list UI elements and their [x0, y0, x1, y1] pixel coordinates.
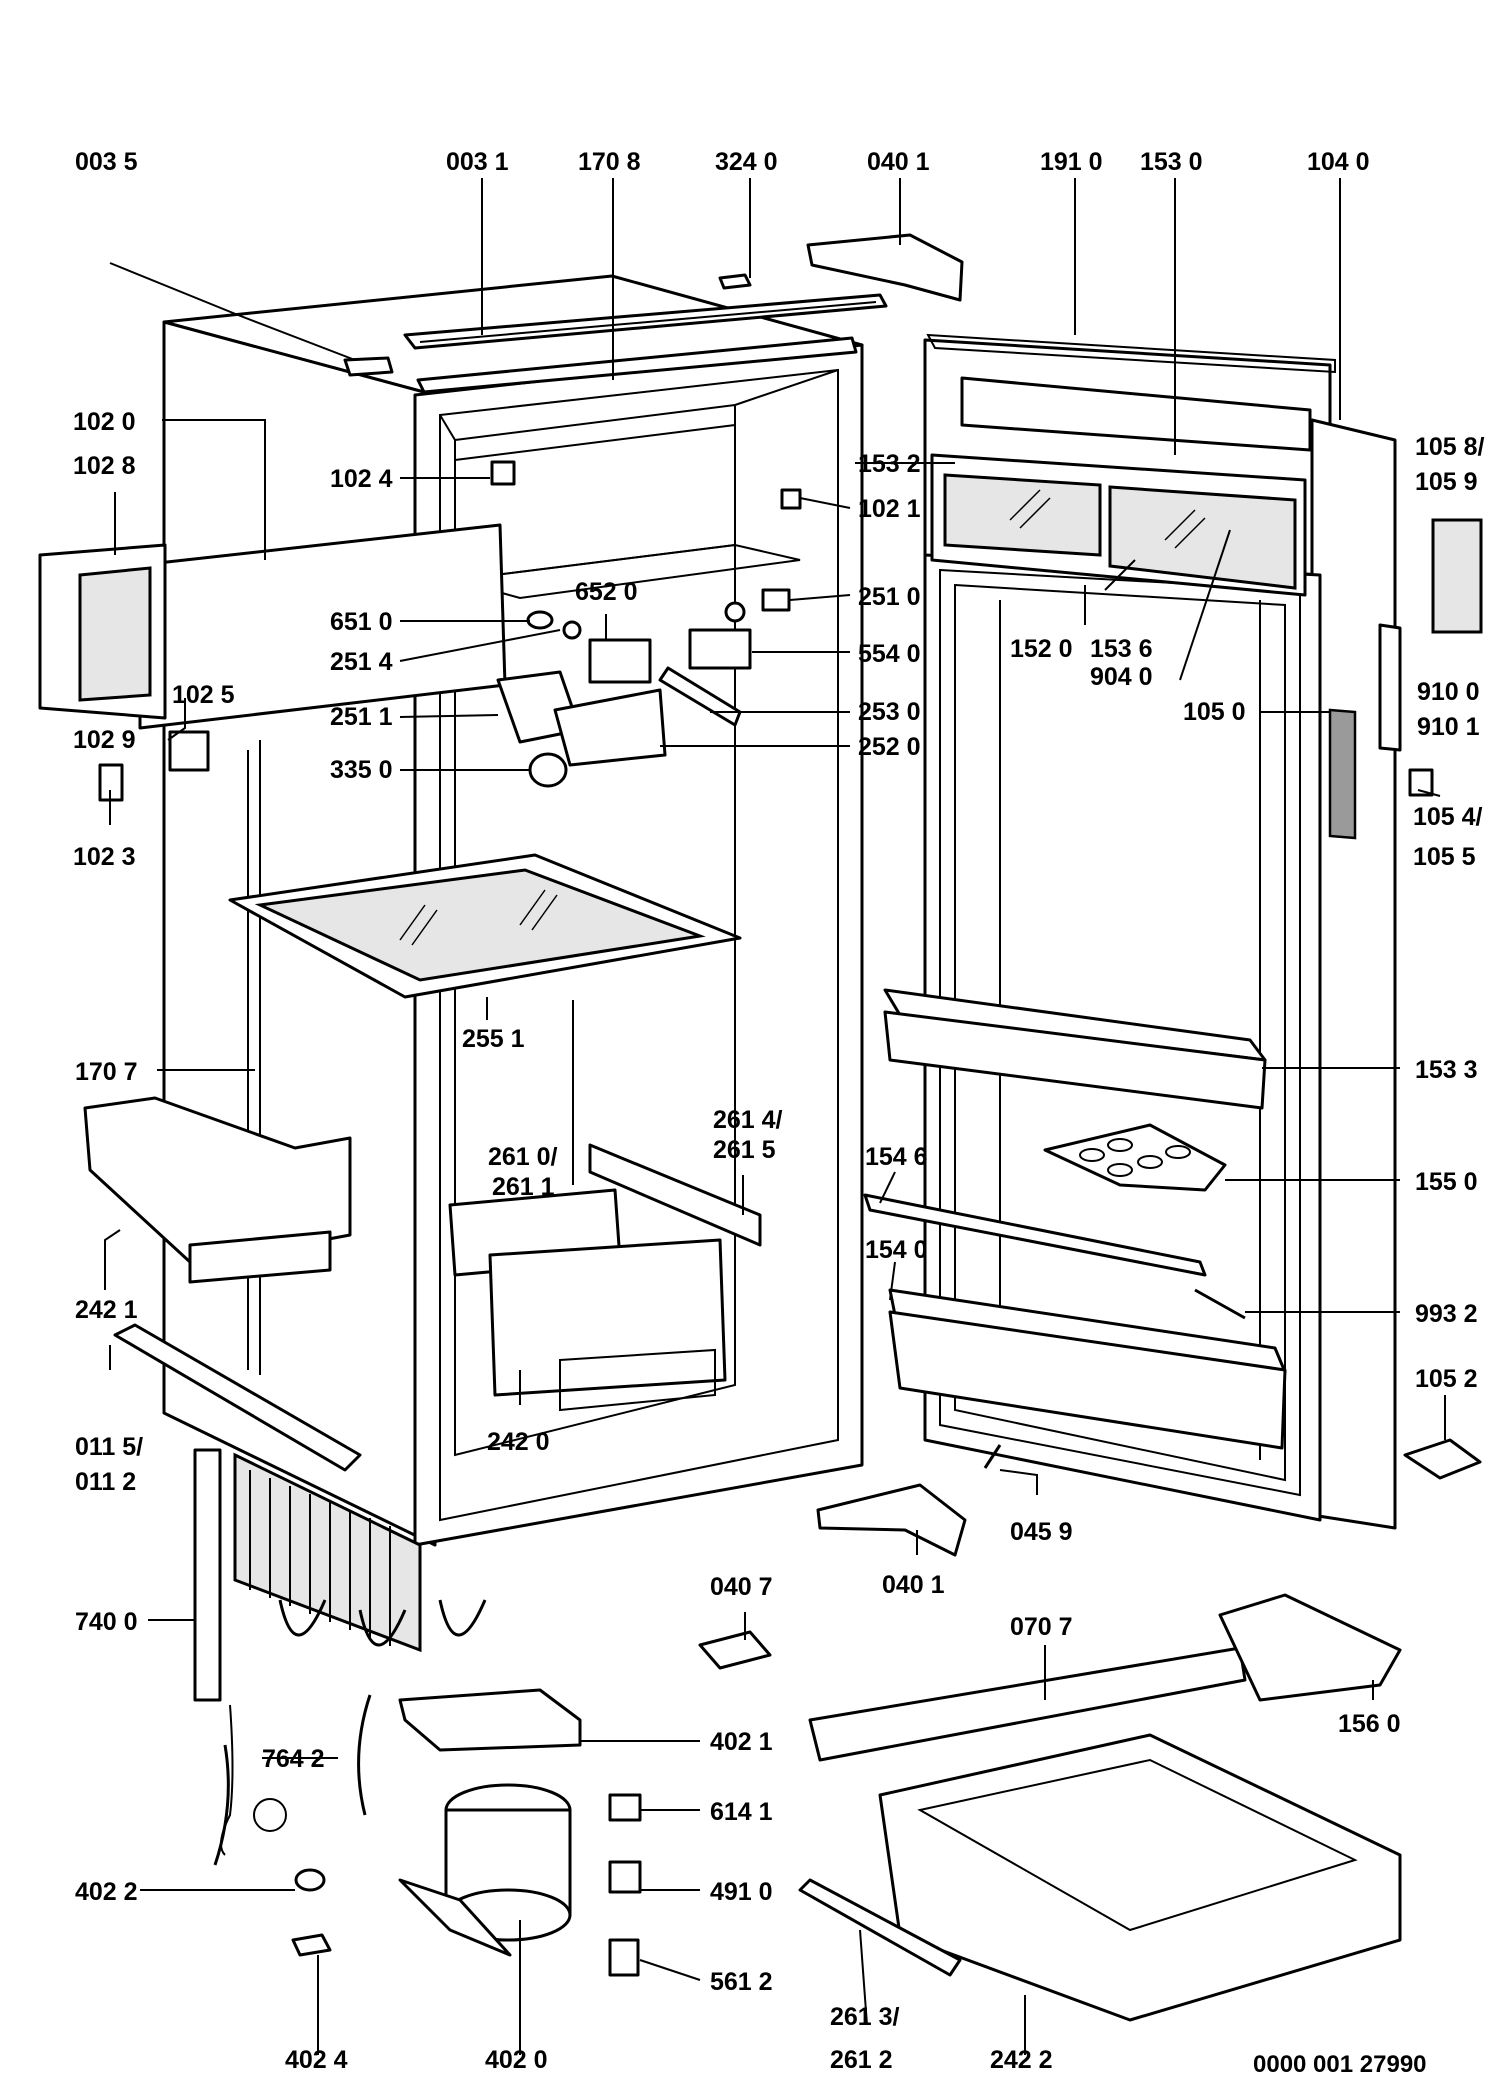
- label-253-0: 253 0: [858, 698, 921, 726]
- label-261-3: 261 3/: [830, 2003, 900, 2031]
- label-105-8: 105 8/: [1415, 433, 1485, 461]
- label-153-6: 153 6: [1090, 635, 1153, 663]
- label-255-1: 255 1: [462, 1025, 525, 1053]
- label-242-1: 242 1: [75, 1296, 138, 1324]
- label-155-0: 155 0: [1415, 1168, 1478, 1196]
- label-251-4: 251 4: [330, 648, 393, 676]
- label-561-2: 561 2: [710, 1968, 773, 1996]
- label-261-2: 261 2: [830, 2046, 893, 2074]
- label-102-1: 102 1: [858, 495, 921, 523]
- leader-lines: [104, 178, 1446, 2055]
- label-105-2: 105 2: [1415, 1365, 1478, 1393]
- label-156-0: 156 0: [1338, 1710, 1401, 1738]
- label-104-0: 104 0: [1307, 148, 1370, 176]
- label-242-0: 242 0: [487, 1428, 550, 1456]
- label-102-8: 102 8: [73, 452, 136, 480]
- label-154-6: 154 6: [865, 1143, 928, 1171]
- drawing-reference-number: 0000 001 27990: [1253, 2051, 1427, 2078]
- label-011-2: 011 2: [75, 1468, 136, 1496]
- label-102-5: 102 5: [172, 681, 235, 709]
- label-191-0: 191 0: [1040, 148, 1103, 176]
- label-402-1: 402 1: [710, 1728, 773, 1756]
- label-102-4: 102 4: [330, 465, 393, 493]
- label-261-4: 261 4/: [713, 1106, 783, 1134]
- label-335-0: 335 0: [330, 756, 393, 784]
- label-102-3: 102 3: [73, 843, 136, 871]
- label-651-0: 651 0: [330, 608, 393, 636]
- compressor-group: [213, 1688, 642, 1977]
- hinges: [806, 233, 967, 1557]
- label-003-5: 003 5: [75, 148, 138, 176]
- label-153-3: 153 3: [1415, 1056, 1478, 1084]
- label-040-1-bottom: 040 1: [882, 1571, 945, 1599]
- label-242-2: 242 2: [990, 2046, 1053, 2074]
- label-102-0: 102 0: [73, 408, 136, 436]
- label-993-2: 993 2: [1415, 1300, 1478, 1328]
- label-554-0: 554 0: [858, 640, 921, 668]
- label-261-0: 261 0/: [488, 1143, 558, 1171]
- label-251-1: 251 1: [330, 703, 393, 731]
- label-040-7: 040 7: [710, 1573, 773, 1601]
- label-105-9: 105 9: [1415, 468, 1478, 496]
- label-152-0: 152 0: [1010, 635, 1073, 663]
- label-324-0: 324 0: [715, 148, 778, 176]
- label-105-4: 105 4/: [1413, 803, 1483, 831]
- label-614-1: 614 1: [710, 1798, 773, 1826]
- label-740-0: 740 0: [75, 1608, 138, 1636]
- door-balconies: [863, 376, 1483, 1480]
- label-153-2: 153 2: [858, 450, 921, 478]
- label-402-4: 402 4: [285, 2046, 348, 2074]
- label-491-0: 491 0: [710, 1878, 773, 1906]
- label-105-5: 105 5: [1413, 843, 1476, 871]
- loose-parts: [698, 1444, 1402, 2022]
- label-261-5: 261 5: [713, 1136, 776, 1164]
- control-panel: [38, 460, 802, 802]
- label-910-1: 910 1: [1417, 713, 1480, 741]
- label-910-0: 910 0: [1417, 678, 1480, 706]
- condenser: [193, 1448, 487, 1856]
- label-252-0: 252 0: [858, 733, 921, 761]
- label-170-8: 170 8: [578, 148, 641, 176]
- label-402-2: 402 2: [75, 1878, 138, 1906]
- label-904-0: 904 0: [1090, 663, 1153, 691]
- part-labels: 003 5 003 1 170 8 324 0 040 1 191 0 153 …: [73, 148, 1485, 2078]
- label-040-1-top: 040 1: [867, 148, 930, 176]
- label-102-9: 102 9: [73, 726, 136, 754]
- label-652-0: 652 0: [575, 578, 638, 606]
- label-105-0: 105 0: [1183, 698, 1246, 726]
- label-261-1: 261 1: [492, 1173, 555, 1201]
- label-070-7: 070 7: [1010, 1613, 1073, 1641]
- label-402-0: 402 0: [485, 2046, 548, 2074]
- label-170-7: 170 7: [75, 1058, 138, 1086]
- label-154-0: 154 0: [865, 1236, 928, 1264]
- label-003-1: 003 1: [446, 148, 509, 176]
- label-764-2: 764 2: [262, 1745, 325, 1773]
- cabinet-interior-parts: [83, 853, 762, 1472]
- label-251-0: 251 0: [858, 583, 921, 611]
- label-045-9: 045 9: [1010, 1518, 1073, 1546]
- label-153-0: 153 0: [1140, 148, 1203, 176]
- label-011-5: 011 5/: [75, 1433, 143, 1461]
